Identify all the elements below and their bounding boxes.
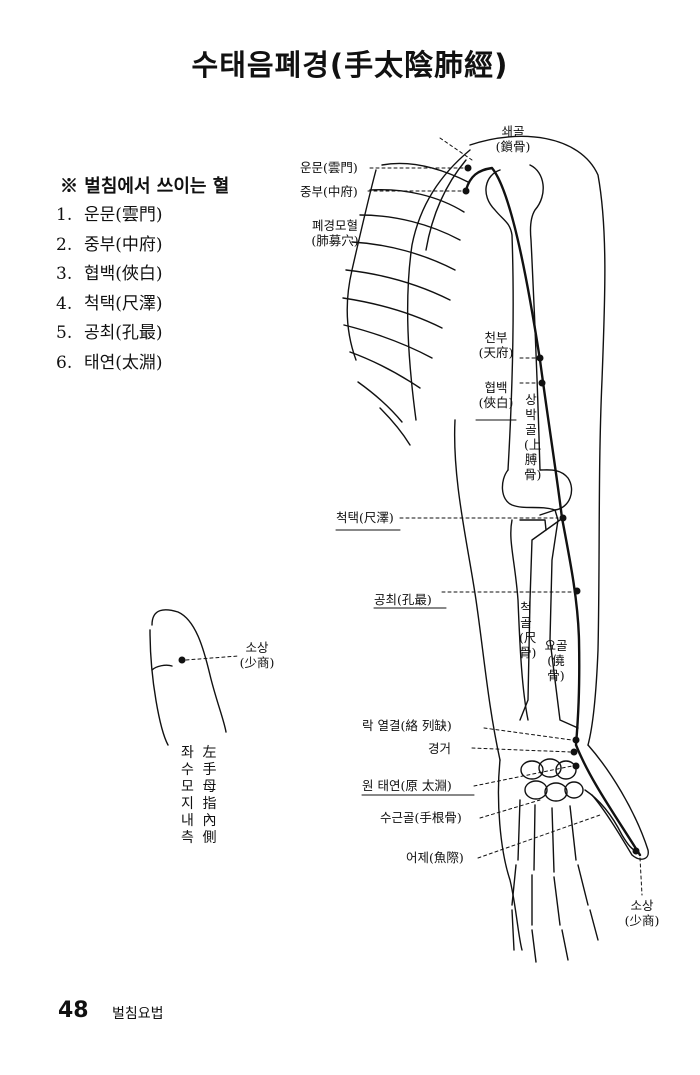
lung-meridian-line — [464, 166, 642, 857]
leader-lines — [185, 137, 643, 896]
list-item: 5. 공최(孔最) — [56, 319, 163, 349]
label-unmun: 운문(雲門) — [300, 160, 358, 175]
list-item-text: 태연(太淵) — [84, 352, 163, 373]
arm-bones — [485, 164, 579, 729]
acupoint-gongchoe-dot — [573, 587, 581, 595]
acupoint-jungbu-dot — [462, 187, 470, 195]
acupoint-list-heading: ※ 벌침에서 쓰이는 혈 — [60, 176, 230, 197]
list-item: 6. 태연(太淵) — [56, 349, 163, 379]
running-footer-title: 벌침요법 — [112, 1006, 164, 1022]
acupoint-list: 1. 운문(雲門) 2. 중부(中府) 3. 협백(俠白) 4. 척택(尺澤) 5. 공최… — [56, 201, 163, 378]
label-cheoktaek: 척택(尺澤) — [336, 510, 394, 525]
acupoint-unmun-dot — [464, 164, 472, 172]
list-item: 2. 중부(中府) — [56, 231, 163, 261]
label-ulna: 척골(尺骨) — [519, 600, 537, 660]
list-item: 1. 운문(雲門) — [56, 201, 163, 231]
list-item-number: 6. — [56, 352, 73, 373]
list-item-text: 중부(中府) — [84, 234, 163, 255]
list-item-text: 공최(孔最) — [84, 323, 163, 343]
acupoint-taeyeon-dot — [572, 762, 580, 770]
list-item-number: 3. — [56, 264, 73, 284]
acupoint-gyeonggeo-dot — [570, 748, 578, 756]
label-eoje: 어제(魚際) — [406, 850, 464, 865]
label-humerus: 상박골(上膊骨) — [524, 392, 542, 482]
thumb-caption-korean: 좌수모지내측 — [181, 745, 194, 846]
list-item-number: 2. — [56, 234, 73, 255]
label-clavicle: 쇄골 (鎖骨) — [495, 124, 531, 154]
label-radius: 요골(僥骨) — [544, 638, 568, 683]
rib-cage — [342, 149, 471, 446]
page-number: 48 — [58, 998, 89, 1023]
label-lung-alarm-point: 폐경모혈 (肺募穴) — [311, 218, 359, 248]
thumb-caption-hanja: 左手母指內側 — [202, 745, 217, 846]
thumb-sosang-dot — [178, 656, 186, 664]
label-jungbu: 중부(中府) — [300, 184, 358, 199]
acupoint-cheonbu-dot — [536, 354, 544, 362]
list-item: 3. 협백(俠白) — [56, 260, 163, 290]
label-carpal: 수근골(手根骨) — [380, 810, 462, 825]
page-title: 수태음폐경(手太陰肺經) — [191, 48, 509, 82]
label-cheonbu: 천부 (天府) — [478, 330, 514, 360]
label-yeolgyeol: 락 열결(絡 列缺) — [362, 718, 452, 733]
hand-bones — [511, 758, 639, 963]
label-underlines — [335, 419, 517, 796]
list-item-text: 척택(尺澤) — [84, 293, 163, 314]
acupoint-sosang-dot — [632, 847, 640, 855]
list-item-text: 운문(雲門) — [84, 205, 163, 225]
label-gongchoe: 공최(孔最) — [374, 592, 432, 607]
list-item-text: 협백(俠白) — [84, 264, 163, 284]
label-sosang: 소상 (少商) — [624, 898, 660, 928]
list-item-number: 1. — [56, 205, 73, 225]
thumb-illustration — [149, 609, 227, 746]
arm-outline — [453, 135, 649, 951]
list-item-number: 5. — [56, 323, 73, 343]
label-gyeonggeo: 경거 — [428, 741, 452, 756]
acupoint-hyeopbaek-dot — [538, 379, 546, 387]
acupoint-cheoktaek-dot — [559, 514, 567, 522]
acupoint-dots — [178, 164, 640, 855]
acupoint-yeolgyeol-dot — [572, 736, 580, 744]
list-item: 4. 척택(尺澤) — [56, 290, 163, 320]
thumb-label-sosang: 소상 (少商) — [239, 640, 275, 670]
list-item-number: 4. — [56, 293, 73, 314]
label-taeyeon: 원 태연(原 太淵) — [362, 778, 452, 793]
label-hyeopbaek: 협백 (俠白) — [478, 380, 514, 410]
